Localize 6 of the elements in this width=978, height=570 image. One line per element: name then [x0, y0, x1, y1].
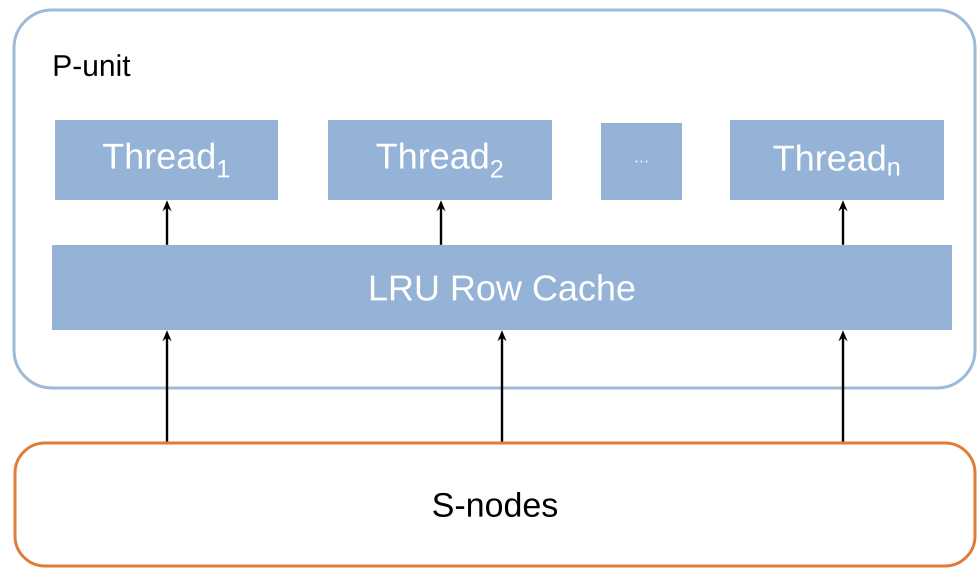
thread-box: Thread$_{2}$ [328, 120, 552, 200]
ellipsis-box: … [601, 123, 682, 200]
thread-box: Thread$_{n}$ [730, 120, 944, 200]
cache-bar: LRU Row Cache [52, 244, 952, 330]
thread-box: Thread$_{1}$ [55, 120, 278, 200]
storage-box: S-nodes [14, 441, 976, 568]
